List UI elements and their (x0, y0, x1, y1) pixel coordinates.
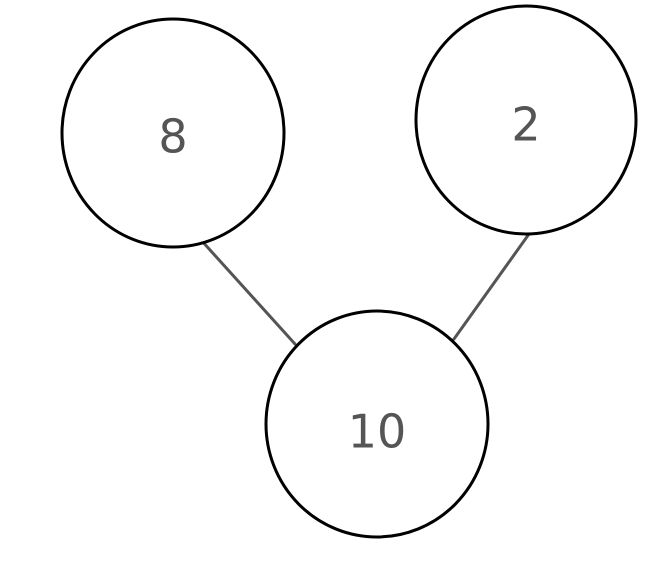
connector-left (199, 238, 297, 346)
node-whole-circle (264, 309, 490, 539)
node-part-left-circle (60, 17, 286, 249)
node-whole-label: 10 (348, 405, 407, 459)
node-whole: 10 (264, 309, 490, 539)
node-part-left: 8 (60, 17, 286, 249)
node-part-right-circle (414, 4, 638, 236)
node-part-right-label: 2 (511, 98, 540, 152)
node-part-left-label: 8 (158, 110, 187, 164)
connector-right (452, 232, 531, 341)
node-part-right: 2 (414, 4, 638, 236)
